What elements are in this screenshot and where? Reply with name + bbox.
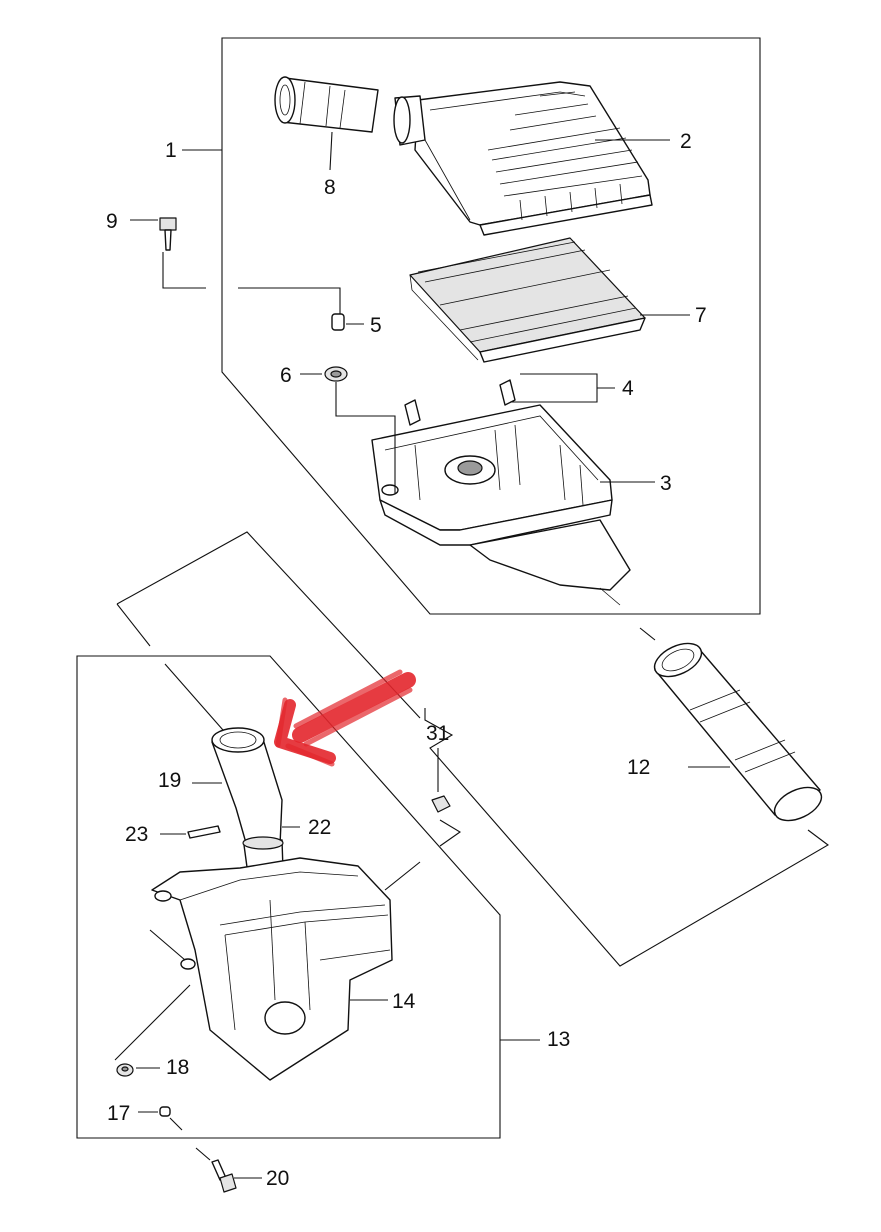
intake-hose	[274, 76, 379, 133]
callout-3: 3	[660, 472, 672, 495]
callout-2: 2	[680, 130, 692, 153]
sleeve-17	[159, 1106, 171, 1117]
red-arrow-scribble	[275, 669, 413, 767]
callout-8: 8	[324, 176, 336, 199]
callout-23: 23	[125, 823, 148, 846]
grommet-part	[324, 366, 348, 382]
frame-outer-lower	[116, 531, 421, 719]
clip-23	[187, 825, 221, 839]
callout-7: 7	[695, 304, 707, 327]
resonator-box	[151, 857, 393, 1081]
callout-12: 12	[627, 756, 650, 779]
callout-31: 31	[426, 722, 449, 745]
bolt-9	[159, 217, 177, 251]
callout-20: 20	[266, 1167, 289, 1190]
assembly-13-frame	[76, 655, 501, 1139]
callout-18: 18	[166, 1056, 189, 1079]
callout-4: 4	[622, 377, 634, 400]
leader-lines-upper	[130, 131, 690, 494]
callout-14: 14	[392, 990, 416, 1013]
assembly-1-frame	[221, 37, 761, 615]
intake-duct	[653, 642, 823, 822]
callout-13: 13	[547, 1028, 570, 1051]
air-cleaner-cover	[393, 81, 653, 236]
red-arrow-annotation	[274, 669, 416, 767]
leader-lines-lower	[114, 748, 540, 1179]
nut-18	[116, 1063, 134, 1077]
callout-22: 22	[308, 816, 331, 839]
nut-31	[431, 795, 451, 813]
frame-inner-lower	[164, 663, 421, 891]
callout-5: 5	[370, 314, 382, 337]
bolt-20	[211, 1159, 237, 1193]
clip-parts	[404, 379, 516, 426]
leader-lines-duct	[424, 627, 829, 967]
callout-17: 17	[107, 1102, 130, 1125]
callout-19: 19	[158, 769, 181, 792]
lower-housing	[371, 404, 631, 606]
filter-element	[409, 237, 646, 363]
callout-9: 9	[106, 210, 118, 233]
sleeve-part	[331, 313, 345, 331]
callout-1: 1	[165, 139, 177, 162]
red-arrow-shaft	[292, 672, 416, 743]
callout-6: 6	[280, 364, 292, 387]
